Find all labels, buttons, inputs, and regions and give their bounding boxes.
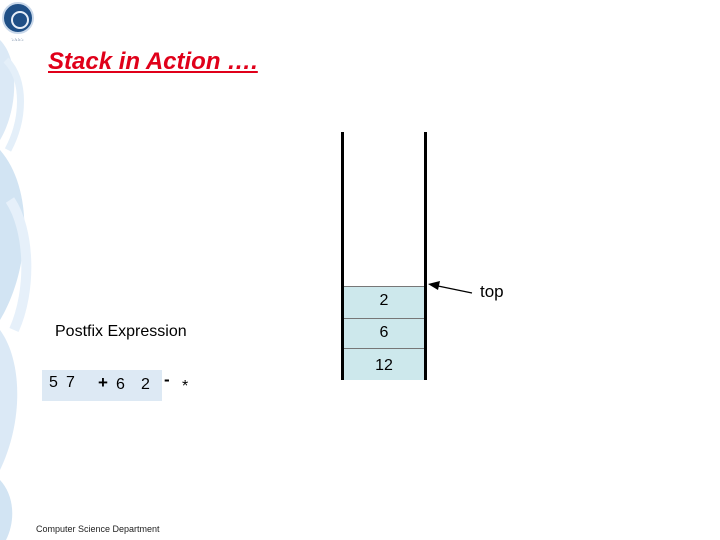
top-pointer-label: top (480, 282, 504, 301)
expression-token: 2 (141, 376, 150, 393)
expression-box-processed (42, 370, 162, 401)
university-logo (2, 2, 34, 34)
expression-token: 6 (116, 376, 125, 393)
logo-caption: ১৯৯১ (11, 37, 24, 43)
stack-right-wall (424, 132, 427, 380)
stack-cell: 12 (344, 348, 424, 380)
stack-left-wall (341, 132, 344, 380)
expression-token: * (182, 378, 189, 395)
stack-cell-value: 2 (379, 292, 389, 309)
stack-cell-top: 2 (344, 286, 424, 318)
footer-text: Computer Science Department (36, 524, 160, 534)
expression-token: - (164, 370, 170, 389)
stack-cell-value: 6 (379, 324, 389, 341)
expression-token: + (98, 373, 108, 392)
expression-label: Postfix Expression (55, 323, 187, 340)
slide-title: Stack in Action …. (48, 48, 258, 75)
expression-token: 7 (66, 374, 75, 391)
stack-cell-value: 12 (375, 357, 393, 374)
stack-cell: 6 (344, 318, 424, 350)
expression-token: 5 (49, 374, 58, 391)
background-decoration (0, 40, 32, 540)
